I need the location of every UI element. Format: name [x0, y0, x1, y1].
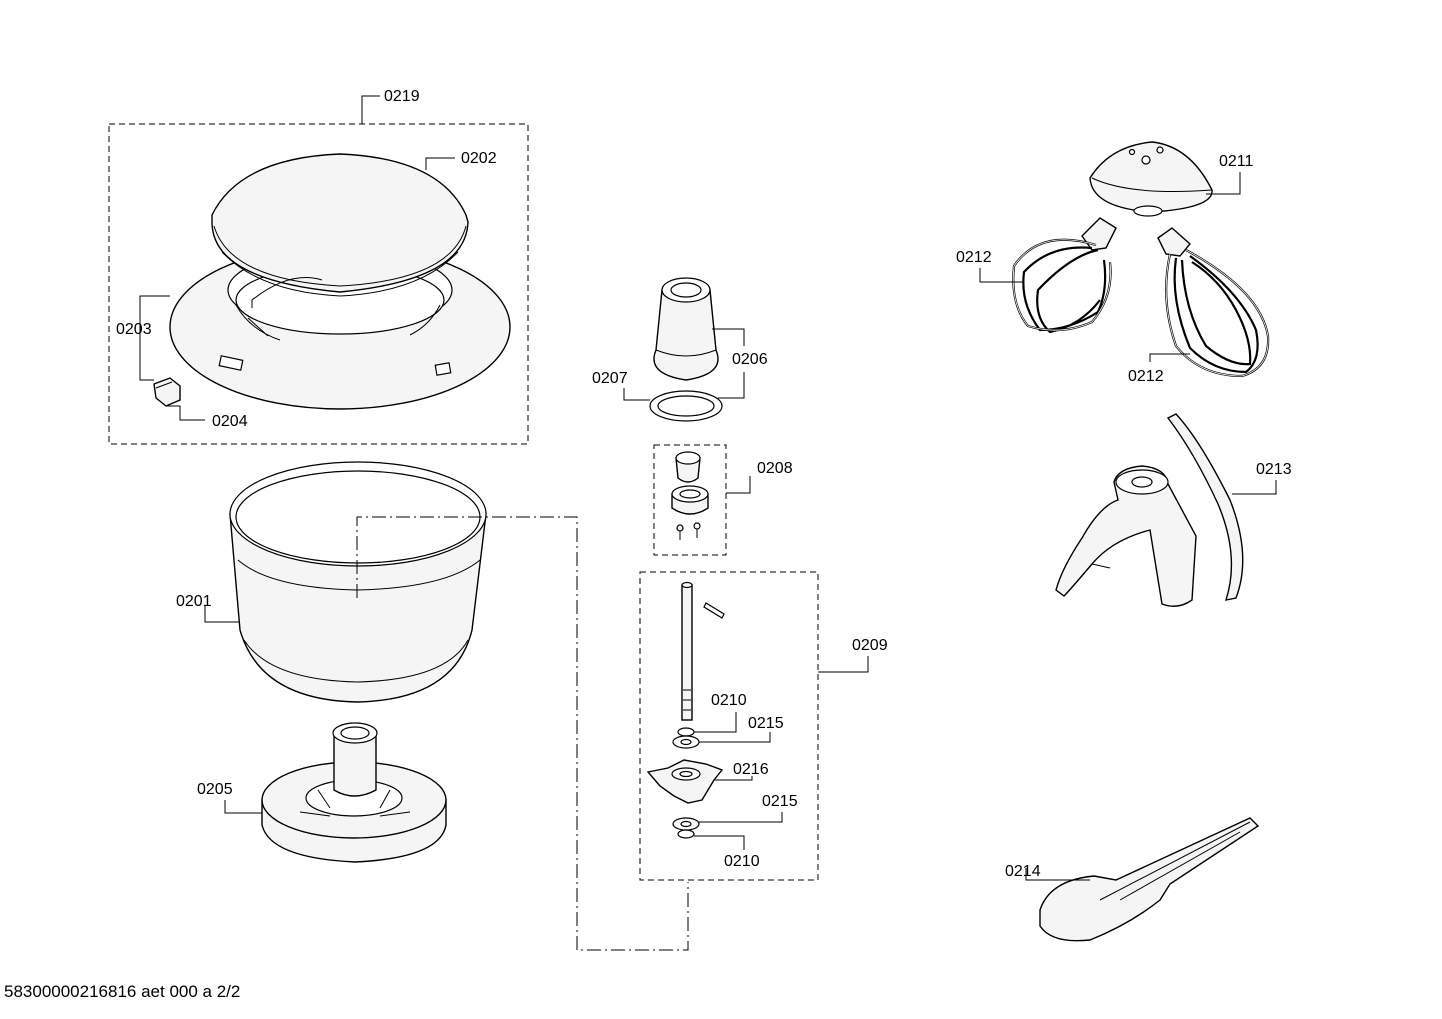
- gasket-0207: [649, 390, 723, 422]
- label-0204: 0204: [212, 413, 248, 430]
- washer-0215-top: [672, 735, 700, 749]
- label-0215-top: 0215: [748, 715, 784, 732]
- bowl-base-0205: [261, 722, 447, 863]
- label-0213: 0213: [1256, 461, 1292, 478]
- washer-0210-top: [677, 727, 695, 737]
- label-0215-bottom: 0215: [762, 793, 798, 810]
- group-frame-0209: [639, 571, 819, 881]
- label-0209: 0209: [852, 637, 888, 654]
- whisk-left-0212: [1012, 217, 1117, 334]
- label-0206: 0206: [732, 351, 768, 368]
- label-0214: 0214: [1005, 863, 1041, 880]
- group-frame-0208: [653, 444, 727, 556]
- lid-cover-0202: [211, 153, 469, 297]
- label-0212-left: 0212: [956, 249, 992, 266]
- label-0208: 0208: [757, 460, 793, 477]
- label-0210-top: 0210: [711, 692, 747, 709]
- label-0202: 0202: [461, 150, 497, 167]
- bowl-0201: [229, 461, 487, 703]
- washer-0215-bottom: [672, 817, 700, 831]
- whisk-right-0212: [1157, 227, 1270, 378]
- drive-shaft-0209: [681, 581, 725, 721]
- label-0210-bottom: 0210: [724, 853, 760, 870]
- label-0211: 0211: [1219, 153, 1254, 170]
- driver-0216: [646, 759, 724, 804]
- label-0205: 0205: [197, 781, 233, 798]
- bearing-set-0208: [671, 451, 709, 540]
- dough-hook-0213: [1055, 413, 1244, 607]
- whisk-holder-0211: [1089, 141, 1213, 217]
- label-0212-right: 0212: [1128, 368, 1164, 385]
- drawing-number-footer: 58300000216816 aet 000 a 2/2: [4, 982, 240, 1001]
- label-0203: 0203: [116, 321, 152, 338]
- label-0219: 0219: [384, 88, 420, 105]
- clip-0204: [153, 377, 181, 407]
- label-0216: 0216: [733, 761, 769, 778]
- label-0201: 0201: [176, 593, 212, 610]
- drive-coupling-0206: [653, 277, 719, 381]
- spatula-0214: [1039, 817, 1260, 942]
- washer-0210-bottom: [677, 829, 695, 839]
- label-0207: 0207: [592, 370, 628, 387]
- assembly-line: [356, 516, 689, 951]
